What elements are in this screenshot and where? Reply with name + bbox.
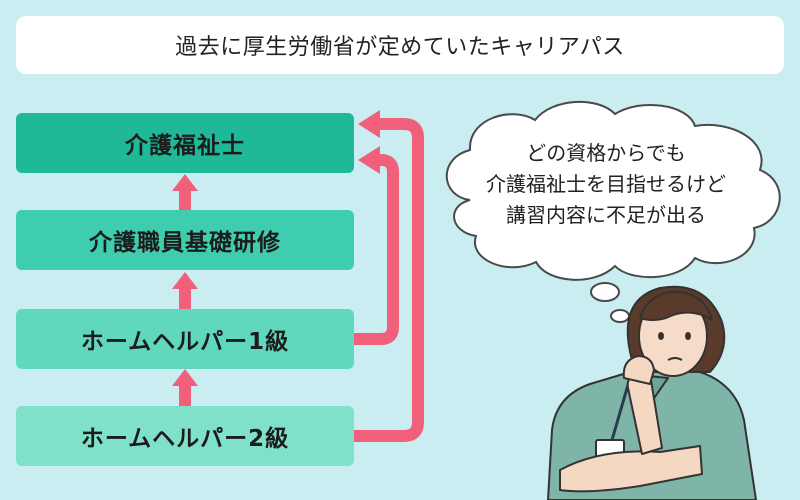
connector-helper2-to-kaigo xyxy=(354,118,424,442)
right-eye xyxy=(685,332,691,340)
bubble-line-2: 介護福祉士を目指せるけど xyxy=(486,172,726,196)
up-arrow-3-to-2 xyxy=(172,272,198,309)
step-home-helper-1: ホームヘルパー1級 xyxy=(16,309,354,369)
connector-helper2-arrowhead xyxy=(358,110,380,138)
step-kaigo-shokuin-kiso-kenshu: 介護職員基礎研修 xyxy=(16,210,354,270)
bubble-line-1: どの資格からでも xyxy=(526,141,686,165)
connector-helper1-arrowhead xyxy=(358,146,380,174)
thought-bubble xyxy=(445,101,781,323)
thinking-worker-illustration xyxy=(547,285,757,500)
up-arrow-4-to-3 xyxy=(172,369,198,406)
thought-bubble-text: どの資格からでも 介護福祉士を目指せるけど 講習内容に不足が出る xyxy=(458,138,754,231)
bubble-line-3: 講習内容に不足が出る xyxy=(506,203,706,227)
lanyard xyxy=(610,377,632,441)
hair-bangs xyxy=(639,290,713,321)
up-arrow-2-to-1 xyxy=(172,174,198,210)
mouth xyxy=(667,357,683,361)
connector-helper1-to-kaigo xyxy=(354,154,399,345)
step-home-helper-2: ホームヘルパー2級 xyxy=(16,406,354,466)
hand-at-chin xyxy=(622,355,655,385)
diagram-title: 過去に厚生労働省が定めていたキャリアパス xyxy=(16,16,784,74)
step-kaigo-fukushishi: 介護福祉士 xyxy=(16,113,354,173)
crossed-arm xyxy=(559,445,703,493)
left-eye xyxy=(658,332,664,340)
